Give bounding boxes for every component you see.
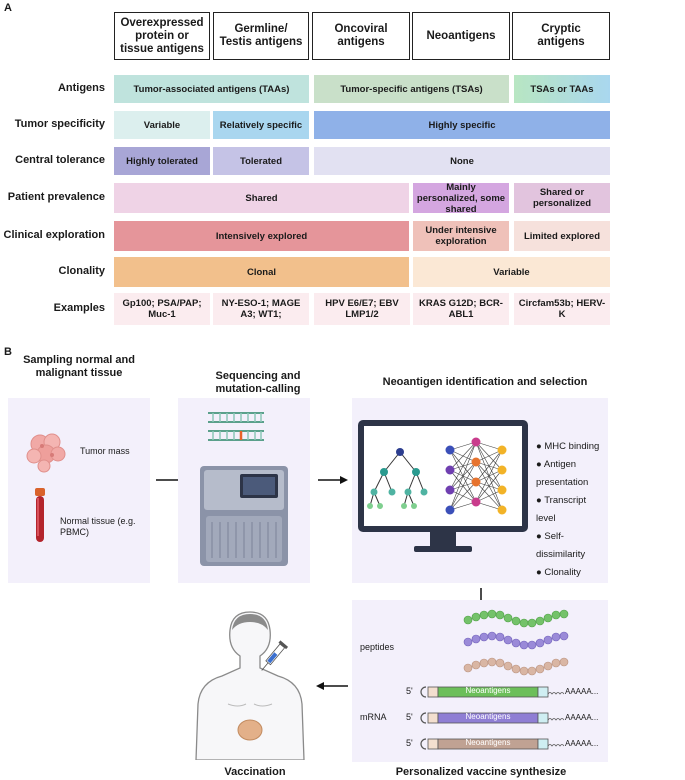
cell-tsa-or-taa: TSAs or TAAs (514, 75, 610, 103)
mrna-construct: Neoantigens AAAAA... (420, 685, 602, 699)
cell-variable-specificity: Variable (114, 111, 210, 139)
step-title-sampling: Sampling normal and malignant tissue (23, 354, 135, 379)
dna-sequence-icon (208, 412, 264, 441)
row-label-patient-prevalence: Patient prevalence (7, 191, 105, 203)
criterion-item: ● Self-dissimilarity (536, 531, 586, 560)
criterion-item: ● Transcript level (536, 495, 587, 524)
panel-b-label: B (4, 346, 12, 358)
mrna-construct: Neoantigens AAAAA... (420, 737, 602, 751)
cell-example-overexpressed: Gp100; PSA/PAP; Muc-1 (114, 293, 210, 325)
vaccine-synthesis-box: peptides mRNA 5' Neoantigens AAAAA... 5' (352, 600, 608, 762)
cell-taa: Tumor-associated antigens (TAAs) (114, 75, 309, 103)
sequencer-machine-icon (200, 466, 288, 566)
sequencing-box (178, 398, 310, 583)
tumor-mass-icon (26, 433, 66, 473)
mrna-label: mRNA (360, 712, 387, 722)
cell-under-intensive-exploration: Under intensive exploration (413, 221, 509, 251)
criterion-item: ● Antigen presentation (536, 459, 589, 488)
cell-variable-clonality: Variable (413, 257, 610, 287)
cell-example-germline: NY-ESO-1; MAGE A3; WT1; (213, 293, 309, 325)
cell-tolerated: Tolerated (213, 147, 309, 175)
neoantigen-insert-label: Neoantigens (465, 738, 511, 747)
cell-highly-tolerated: Highly tolerated (114, 147, 210, 175)
row-label-clinical-exploration: Clinical exploration (3, 229, 105, 241)
column-header-neoantigens: Neoantigens (412, 12, 510, 60)
criteria-list: ● MHC binding ● Antigen presentation ● T… (536, 438, 608, 582)
poly-a-label: AAAAA... (565, 687, 599, 696)
tumor-mass-label: Tumor mass (80, 446, 130, 456)
five-prime-label: 5' (406, 738, 413, 748)
criterion-self-dissimilarity: Self-dissimilarity (536, 531, 586, 560)
cell-limited-explored: Limited explored (514, 221, 610, 251)
criterion-item: ● Clonality (536, 567, 581, 578)
cell-example-oncoviral: HPV E6/E7; EBV LMP1/2 (314, 293, 410, 325)
five-prime-label: 5' (406, 712, 413, 722)
cell-relatively-specific: Relatively specific (213, 111, 309, 139)
row-label-tumor-specificity: Tumor specificity (14, 118, 105, 130)
arrow-right-icon (318, 476, 348, 484)
identification-box: ● MHC binding ● Antigen presentation ● T… (352, 398, 608, 583)
column-header-cryptic: Cryptic antigens (512, 12, 610, 60)
criterion-transcript-level: Transcript level (536, 495, 587, 524)
cell-mainly-personalized: Mainly personalized, some shared (413, 182, 509, 215)
mrna-backbone-icon (420, 738, 565, 750)
blood-tube-icon (35, 488, 45, 542)
cell-example-neoantigens: KRAS G12D; BCR-ABL1 (413, 293, 509, 325)
mrna-backbone-icon (420, 686, 565, 698)
row-label-antigens: Antigens (57, 82, 105, 94)
cell-intensively-explored: Intensively explored (114, 221, 409, 251)
criterion-antigen-presentation: Antigen presentation (536, 459, 589, 488)
panel-a-label: A (4, 2, 12, 14)
neoantigen-insert-label: Neoantigens (465, 686, 511, 695)
cell-shared-or-personalized: Shared or personalized (514, 183, 610, 213)
row-label-clonality: Clonality (58, 265, 105, 277)
cell-shared: Shared (114, 183, 409, 213)
row-label-central-tolerance: Central tolerance (15, 154, 105, 166)
cell-example-cryptic: Circfam53b; HERV-K (514, 293, 610, 325)
arrow-left-icon (316, 682, 348, 690)
criterion-item: ● MHC binding (536, 441, 600, 452)
poly-a-label: AAAAA... (565, 739, 599, 748)
five-prime-label: 5' (406, 686, 413, 696)
column-header-oncoviral: Oncoviral antigens (312, 12, 410, 60)
criterion-clonality: Clonality (544, 567, 581, 578)
poly-a-label: AAAAA... (565, 713, 599, 722)
column-header-germline: Germline/ Testis antigens (213, 12, 309, 60)
neoantigen-insert-label: Neoantigens (465, 712, 511, 721)
peptides-label: peptides (360, 642, 395, 652)
patient-body-icon (195, 611, 305, 760)
cell-highly-specific: Highly specific (314, 111, 610, 139)
sampling-box: Tumor mass Normal tissue (e.g. PBMC) (8, 398, 150, 583)
column-header-overexpressed: Overexpressed protein or tissue antigens (114, 12, 210, 60)
step-title-synthesize: Personalized vaccine synthesize (395, 766, 567, 778)
step-title-vaccination: Vaccination (224, 766, 286, 778)
criterion-mhc-binding: MHC binding (544, 441, 600, 452)
normal-tissue-label: Normal tissue (e.g. PBMC) (60, 516, 136, 537)
cell-none-tolerance: None (314, 147, 610, 175)
cell-clonal: Clonal (114, 257, 409, 287)
cell-tsa: Tumor-specific antigens (TSAs) (314, 75, 509, 103)
step-title-identification: Neoantigen identification and selection (382, 376, 588, 388)
step-title-sequencing: Sequencing and mutation-calling (215, 370, 301, 395)
row-label-examples: Examples (53, 302, 105, 314)
computer-monitor-icon (358, 420, 528, 552)
peptide-chains-icon (463, 609, 569, 676)
mrna-backbone-icon (420, 712, 565, 724)
mrna-construct: Neoantigens AAAAA... (420, 711, 602, 725)
